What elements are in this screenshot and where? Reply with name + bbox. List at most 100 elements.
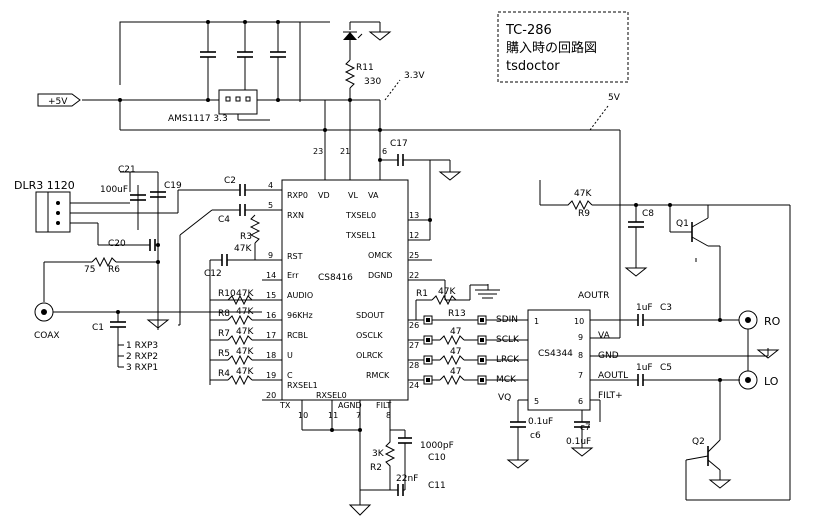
cs4344-pin-1: 1: [534, 317, 539, 326]
cs8416-omck: OMCK: [368, 251, 393, 260]
r9-value: 47K: [574, 189, 592, 199]
v5-label: 5V: [608, 93, 621, 103]
r11-value: 330: [364, 77, 381, 87]
cs8416-u: U: [287, 351, 293, 360]
c7-label: c7: [580, 423, 591, 433]
cs8416-pin-14: 14: [266, 271, 276, 280]
c17-label: C17: [390, 139, 408, 149]
c5-value: 1uF: [636, 363, 653, 373]
cs8416-c: C: [287, 371, 293, 380]
r4-label: R4: [218, 369, 230, 379]
regulator-label: AMS1117 3.3: [168, 114, 228, 124]
cs8416-sdout: SDOUT: [356, 311, 384, 320]
r2-value: 3K: [372, 449, 385, 459]
cs8416-pin-16: 16: [266, 311, 276, 320]
cs8416-pin-7: 7: [356, 411, 361, 420]
cs8416-pin-26: 26: [409, 321, 419, 330]
q2-label: Q2: [692, 437, 705, 447]
cs8416-chip: CS8416 23 21 6 VD VL VA RXP0 RXN RST Err…: [266, 147, 419, 420]
r5-value: 47K: [236, 347, 254, 357]
v33-label: 3.3V: [404, 71, 425, 81]
r9-label: R9: [578, 209, 590, 219]
r13-value: 47: [450, 327, 461, 337]
cs8416-pin-10: 10: [298, 411, 308, 420]
c6-label: c6: [530, 431, 541, 441]
c12-label: C12: [204, 269, 222, 279]
cs8416-rst: RST: [287, 252, 303, 261]
cs4344-pin-8: 8: [578, 351, 583, 360]
rxp1-label: 3 RXP1: [126, 363, 158, 373]
cs4344-va: VA: [598, 331, 611, 341]
cs4344-name: CS4344: [538, 349, 573, 359]
cs8416-pin-15: 15: [266, 291, 276, 300]
power-section: AMS1117 3.3 +5V 5V R11 330 3.3V: [37, 20, 621, 338]
cs8416-pin-20: 20: [266, 391, 276, 400]
cs8416-pin-18: 18: [266, 351, 276, 360]
cs8416-pin-23: 23: [313, 147, 323, 156]
lo-label: LO: [764, 375, 779, 388]
cs4344-pin-7: 7: [578, 371, 583, 380]
cs8416-rmck: RMCK: [366, 371, 390, 380]
r7-label: R7: [218, 329, 230, 339]
supply-links: [323, 128, 382, 180]
cs8416-filt: FILT: [376, 401, 391, 410]
r8-label: R8: [218, 309, 230, 319]
sclk-label: SCLK: [496, 335, 520, 345]
cs8416-pin-13: 13: [409, 211, 419, 220]
cs4344-aoutl: AOUTL: [598, 371, 628, 381]
cs4344-filt: FILT+: [598, 391, 623, 401]
rxp3-label: 1 RXP3: [126, 341, 158, 351]
mck-label: MCK: [496, 375, 517, 385]
c7-value: 0.1uF: [566, 437, 591, 447]
r5-label: R5: [218, 349, 230, 359]
cs8416-pin-6: 6: [382, 147, 387, 156]
cs8416-rxn: RXN: [287, 211, 304, 220]
r7-value: 47K: [236, 327, 254, 337]
r11-label: R11: [356, 63, 374, 73]
cs8416-pin-4: 4: [268, 181, 273, 190]
cs8416-pin-27: 27: [409, 341, 419, 350]
cs8416-96khz: 96KHz: [287, 311, 313, 320]
r4-value: 47K: [236, 367, 254, 377]
cs4344-pin-10: 10: [574, 317, 584, 326]
r6-label: R6: [108, 265, 120, 275]
v5-input-label: +5V: [48, 97, 68, 107]
cs8416-pin-17: 17: [266, 331, 276, 340]
title-line-3: tsdoctor: [506, 59, 560, 74]
digital-bus: R13 47 47 47 SDIN SCLK LRCK MCK VQ: [408, 309, 528, 403]
ro-label: RO: [764, 315, 781, 328]
cs8416-audio: AUDIO: [287, 291, 313, 300]
cs8416-rxsel0: RXSEL0: [316, 391, 347, 400]
input-section: DLR3 1120 C21 100uF C19 C20 75: [14, 165, 262, 373]
cs8416-pin-5: 5: [268, 201, 273, 210]
cs8416-va: VA: [368, 191, 379, 200]
q1-label: Q1: [676, 219, 689, 229]
c2-label: C2: [224, 176, 236, 186]
cs8416-pin-22: 22: [409, 271, 419, 280]
r10-value: 47K: [236, 289, 254, 299]
cs8416-txsel0: TXSEL0: [345, 211, 376, 220]
c19-label: C19: [164, 181, 182, 191]
title-box: TC-286 購入時の回路図 tsdoctor: [497, 11, 629, 83]
c5-label: C5: [660, 363, 672, 373]
cs4344-aoutr: AOUTR: [578, 291, 609, 301]
c4-label: C4: [218, 215, 230, 225]
r2-label: R2: [370, 463, 382, 473]
cs8416-pin-24: 24: [409, 381, 419, 390]
sdin-label: SDIN: [496, 315, 518, 325]
rxp2-label: 2 RXP2: [126, 352, 158, 362]
c10-label: C10: [428, 453, 446, 463]
output-section: RO LO 47K R9 C8 Q1: [539, 180, 791, 501]
r6-value: 75: [84, 265, 95, 275]
cs8416-pin-9: 9: [268, 251, 273, 260]
c3-value: 1uF: [636, 303, 653, 313]
c11-value: 22nF: [396, 474, 418, 484]
cs8416-pin-25: 25: [409, 251, 419, 260]
cs8416-pin-12: 12: [409, 231, 419, 240]
cs8416-vd: VD: [318, 191, 330, 200]
cs8416-osclk: OSCLK: [356, 331, 383, 340]
cs8416-pin-19: 19: [266, 371, 276, 380]
cs8416-name: CS8416: [318, 273, 353, 283]
r-lrck-value: 47: [450, 347, 461, 357]
